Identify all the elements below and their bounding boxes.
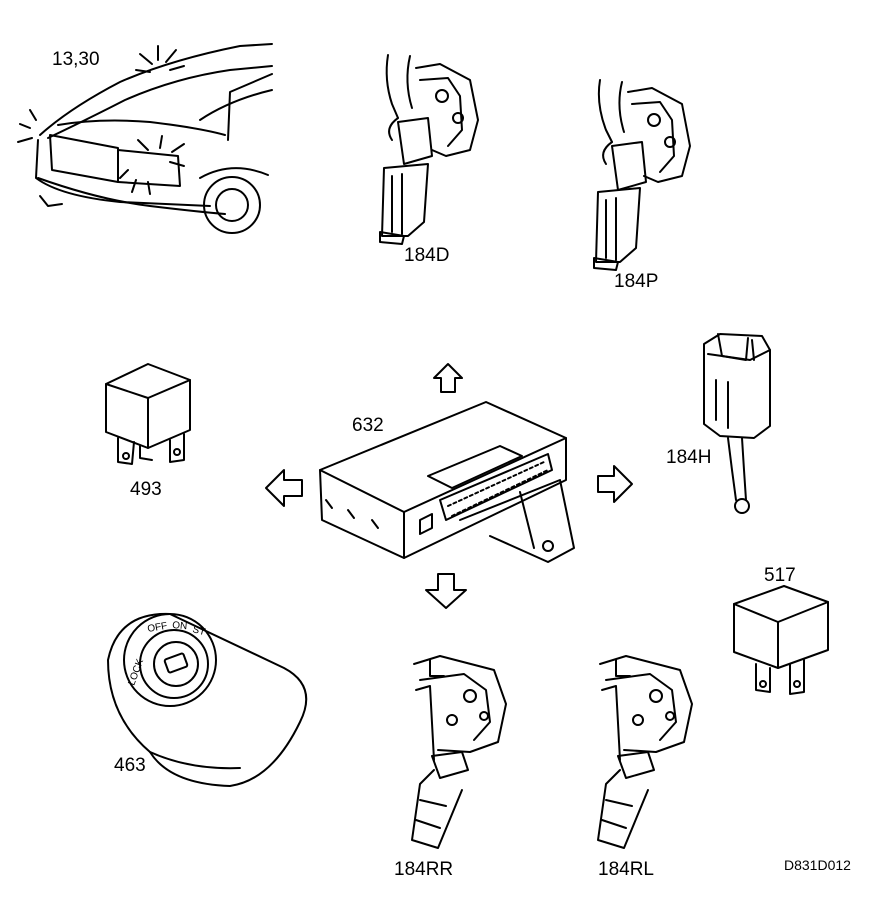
arrow-up <box>433 363 463 393</box>
ignition-pos-off: OFF <box>147 621 169 635</box>
control-module-632 <box>319 401 575 563</box>
relay-517 <box>733 585 829 695</box>
relay-493 <box>105 363 191 465</box>
arrow-left <box>265 469 303 507</box>
callout-car: 13,30 <box>52 49 100 70</box>
callout-184D: 184D <box>404 245 450 266</box>
callout-184RR: 184RR <box>394 859 454 880</box>
lock-actuator-184H <box>703 333 771 514</box>
arrow-right <box>597 465 633 503</box>
callout-184RL: 184RL <box>598 859 654 880</box>
callout-184H: 184H <box>666 447 712 468</box>
ignition-pos-lock: LOCK <box>126 657 146 687</box>
arrow-down <box>425 573 467 609</box>
ignition-switch-463 <box>107 612 308 787</box>
lock-actuator-184RR <box>411 655 507 849</box>
lock-actuator-184RL <box>597 655 693 849</box>
ignition-pos-st: ST <box>191 624 206 638</box>
ignition-pos-on: ON <box>172 620 188 632</box>
car-illustration <box>17 43 273 234</box>
callout-493: 493 <box>130 479 162 500</box>
lock-actuator-184P <box>593 79 691 271</box>
figure-code: D831D012 <box>784 857 851 873</box>
callout-184P: 184P <box>614 271 659 292</box>
callout-632: 632 <box>352 415 384 436</box>
callout-517: 517 <box>764 565 796 586</box>
lock-actuator-184D <box>379 54 479 245</box>
callout-463: 463 <box>114 755 146 776</box>
